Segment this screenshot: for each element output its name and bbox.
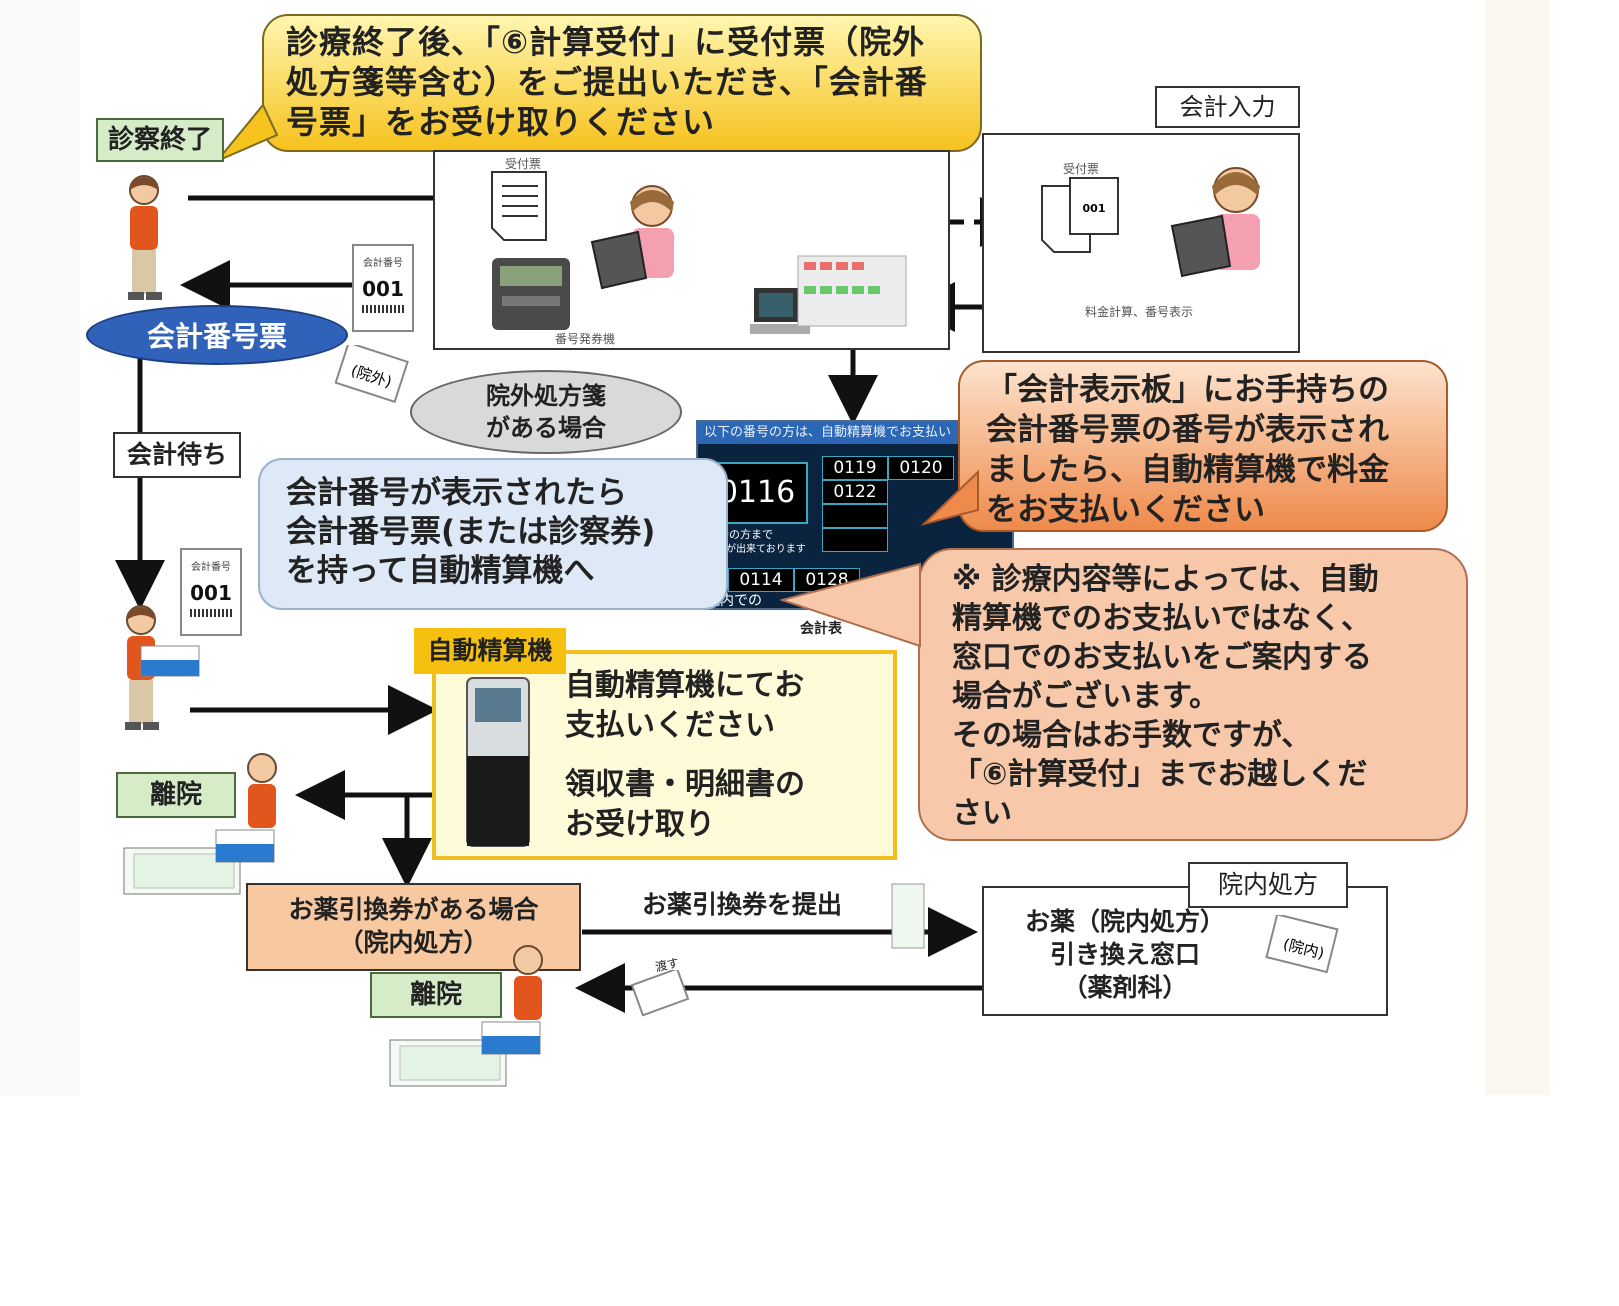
callout-orange-line4: をお支払いください [986,492,1265,528]
callout-orange-tail [920,470,979,526]
display-header: 以下の番号の方は、自動精算機でお支払い [698,422,1012,444]
input-slip-icon: 001 [1041,177,1119,253]
reception-label: 受付票 [505,157,542,171]
ellipse-ingai: 院外処方箋 がある場合 [410,370,682,454]
machine-text2-line2: お受け取り [565,807,715,842]
medicine-voucher-line2: （院内処方） [338,928,489,957]
display-cell-empty1 [822,504,888,528]
tag-kaikei-wait: 会計待ち [113,432,241,478]
innai-line3: （薬剤科） [1062,973,1188,1002]
callout-peach: ※ 診療内容等によっては、自動 精算機でのお支払いではなく、 窓口でのお支払いを… [918,548,1468,841]
callout-top-line1: 診療終了後、「⑥計算受付」に受付票（院外 [286,23,926,61]
input-slip-number: 001 [1083,202,1106,215]
display-cell-empty2 [822,528,888,552]
callout-peach-line6: 「⑥計算受付」までお越しくだ [952,757,1368,792]
staff-input-icon [1170,167,1260,278]
calc-label: 料金計算、番号表示 [1085,305,1194,319]
computer-terminal-icon [750,255,907,334]
ticket-label-2: 会計番号 [191,562,231,573]
input-reception-label: 受付票 [1063,162,1100,176]
callout-peach-tail [780,562,921,648]
callout-top-line3: 号票」をお受け取りください [286,103,716,141]
callout-blue: 会計番号が表示されたら 会計番号票(または診察券) を持って自動精算機へ [258,458,728,610]
prescription-out-icon: (院外) [335,345,409,404]
barcode-2 [190,609,232,617]
account-ticket-1: 会計番号 001 [352,244,414,332]
ellipse-ingai-line1: 院外処方箋 [486,382,606,410]
tag-machine: 自動精算機 [414,628,566,674]
machine-text1-line1: 自動精算機にてお [565,668,805,703]
display-cell-1: 0119 [822,456,888,480]
arrow-label-submit: お薬引換券を提出 [642,890,843,919]
number-issuer-label: 番号発券機 [555,332,616,346]
callout-blue-line2: 会計番号票(または診察券) [286,514,656,550]
display-caption: 会計表 [800,621,842,637]
tag-innai: 院内処方 [1188,862,1348,908]
display-cell-3: 0122 [822,480,888,504]
callout-blue-line3: を持って自動精算機へ [286,553,595,589]
ticket-number-1: 001 [362,277,404,301]
callout-blue-line1: 会計番号が表示されたら [286,475,627,511]
patient-figure-icon [128,175,162,300]
payment-machine-icon [466,677,530,847]
background-left [0,0,80,1095]
medicine-voucher-line1: お薬引換券がある場合 [288,895,539,924]
innai-line1: お薬（院内処方） [1024,907,1225,936]
callout-peach-line1: ※ 診療内容等によっては、自動 [952,562,1379,597]
display-note1: 番の方まで [718,528,773,541]
ticket-label-1: 会計番号 [363,258,403,269]
display-cell-2: 0120 [888,456,954,480]
callout-peach-line5: その場合はお手数ですが、 [952,718,1312,753]
callout-top-line2: 処方箋等含む）をご提出いただき、「会計番 [286,63,928,101]
callout-peach-line4: 場合がございます。 [952,679,1219,714]
display-bottom-cell-1: 0114 [728,568,794,592]
ticket-number-2: 001 [190,581,232,605]
callout-top-tail [216,105,279,162]
machine-text2-line1: 領収書・明細書の [565,767,805,802]
callout-orange-line2: 会計番号票の番号が表示され [986,412,1389,448]
callout-orange: 「会計表示板」にお手持ちの 会計番号票の番号が表示され ましたら、自動精算機で料… [958,360,1448,532]
patient-with-card-icon [125,605,200,730]
barcode-1 [362,305,404,313]
tag-leave-1: 離院 [116,772,236,818]
prescription-in-icon: (院内) [1265,915,1339,974]
callout-peach-line3: 窓口でのお支払いをご案内する [952,640,1372,675]
callout-top: 診療終了後、「⑥計算受付」に受付票（院外 処方箋等含む）をご提出いただき、「会計… [262,14,982,152]
staff-laptop-icon [590,185,674,290]
display-note2: 計算が出来ております [706,544,806,555]
medicine-bag-icon [630,970,690,1017]
account-ticket-2: 会計番号 001 [180,548,242,636]
patient-leaving-icon-1 [123,753,277,895]
innai-line2: 引き換え窓口 [1049,940,1200,969]
callout-orange-line3: ましたら、自動精算機で料金 [986,452,1389,488]
tag-kaikei-input: 会計入力 [1155,86,1300,128]
tag-leave-2: 離院 [370,972,502,1018]
reception-slip-icon [491,171,547,241]
machine-text1: 自動精算機にてお 支払いください [565,666,804,746]
tag-shinsatsu-end: 診察終了 [96,118,224,162]
machine-text1-line2: 支払いください [565,708,775,743]
callout-orange-line1: 「会計表示板」にお手持ちの [986,372,1389,408]
innai-box-text: お薬（院内処方） 引き換え窓口 （薬剤科） [1000,905,1250,1004]
machine-text2: 領収書・明細書の お受け取り [565,765,805,845]
ellipse-kaikei-bango: 会計番号票 [86,305,348,365]
ellipse-ingai-line2: がある場合 [486,414,606,442]
background-right [1485,0,1550,1095]
voucher-icon [891,883,925,949]
patient-leaving-icon-2 [389,945,543,1087]
callout-peach-line2: 精算機でのお支払いではなく、 [952,601,1372,636]
callout-peach-line7: さい [952,796,1012,831]
number-issuer-icon [492,258,570,330]
